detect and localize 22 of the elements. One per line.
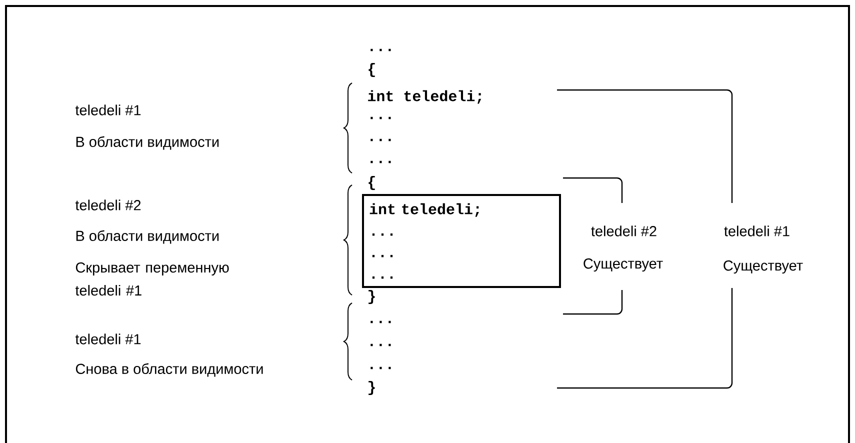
code-line: ... xyxy=(370,138,391,142)
code-line: ... xyxy=(370,366,391,370)
code-line: ... xyxy=(370,344,391,346)
code-box: int teledeli; ... ... ... xyxy=(362,194,561,288)
annotation-text: Снова в области видимости xyxy=(76,363,263,377)
annotation-text: teledeli #1 xyxy=(75,334,141,344)
code-line: int teledeli; xyxy=(368,90,482,104)
code-line: ... xyxy=(370,160,391,164)
code-line: ... xyxy=(370,320,391,324)
annotation-text: teledeli #2 xyxy=(75,200,141,210)
annotation-text: Скрывает переменную teledeli #1 xyxy=(75,262,229,296)
annotation-text: teledeli #1 xyxy=(75,104,141,116)
code-line: } xyxy=(368,381,375,395)
code-line: ... xyxy=(370,48,391,52)
annotation-text: Существует xyxy=(584,258,663,272)
annotation-text: Существует xyxy=(724,260,803,274)
annotation-text: В области видимости xyxy=(76,230,219,244)
annotation-text: В области видимости xyxy=(76,136,219,150)
annotation-text: teledeli #1 xyxy=(724,226,790,236)
annotation-text: teledeli #2 xyxy=(591,226,656,236)
code-line: ... xyxy=(370,116,391,120)
code-line: { xyxy=(368,63,375,77)
